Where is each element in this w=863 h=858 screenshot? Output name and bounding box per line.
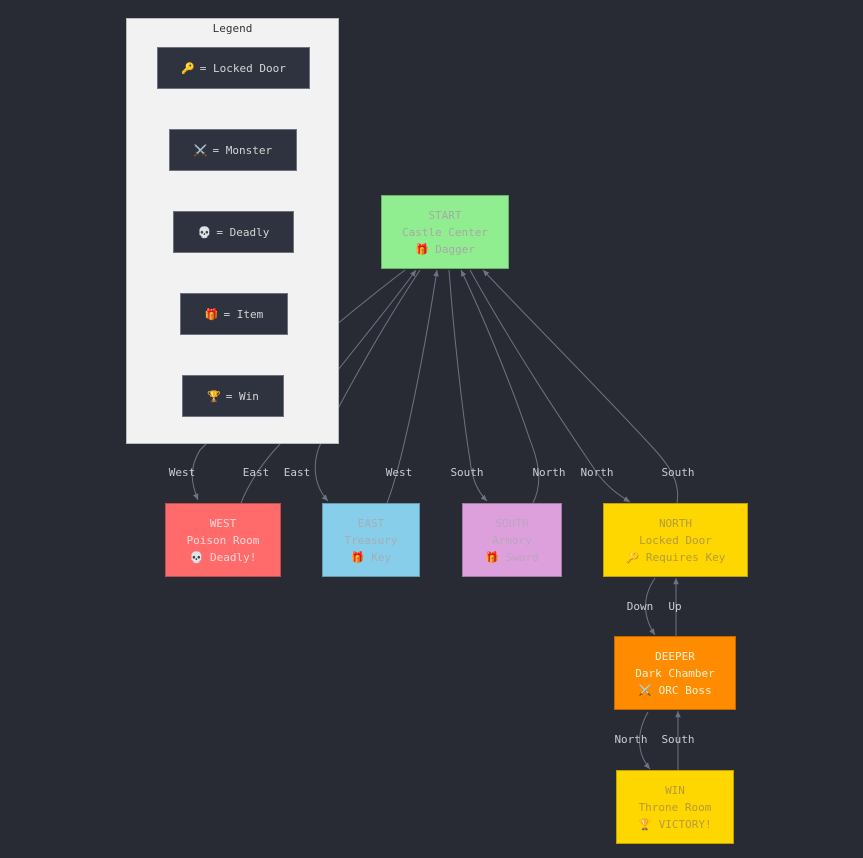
node-deeper[interactable]: DEEPER Dark Chamber ⚔️ ORC Boss [614,636,736,710]
node-detail: VICTORY! [658,817,712,831]
node-title: EAST [357,516,385,530]
node-detail: Dagger [435,242,476,256]
gift-icon: 🎁 [350,550,365,564]
skull-icon: 💀 [197,225,212,239]
gift-icon: 🎁 [414,242,429,256]
legend-item-label: = Monster [212,143,273,157]
legend-item-locked-door: 🔑 = Locked Door [157,47,310,89]
trophy-icon: 🏆 [207,389,221,403]
gift-icon: 🎁 [204,307,219,321]
node-south[interactable]: SOUTH Armory 🎁 Sword [462,503,562,577]
key-icon: 🔑 [181,61,195,75]
node-detail: Sword [505,550,539,564]
edge-label-win-deeper: South [661,733,695,746]
gift-icon: 🎁 [485,550,499,564]
node-title: WIN [665,783,685,797]
crossed-swords-icon: ⚔️ [193,143,208,157]
node-name: Armory [492,533,532,547]
node-title: DEEPER [655,649,695,663]
edge-label-start-west: West [168,466,196,479]
edge-start-north [469,269,631,503]
edge-north-deeper [645,577,656,636]
legend-item-deadly: 💀 = Deadly [173,211,294,253]
node-title: WEST [209,516,237,530]
edge-label-north-start: South [661,466,695,479]
trophy-icon: 🏆 [638,817,653,831]
node-north[interactable]: NORTH Locked Door 🔑 Requires Key [603,503,748,577]
legend-panel: Legend 🔑 = Locked Door ⚔️ = Monster 💀 = … [126,18,339,444]
node-detail: Deadly! [209,550,257,564]
node-west[interactable]: WEST Poison Room 💀 Deadly! [165,503,281,577]
legend-item-label: = Locked Door [199,61,286,75]
legend-item-label: = Win [225,389,259,403]
node-name: Dark Chamber [635,666,715,680]
node-detail: Requires Key [645,550,726,564]
skull-icon: 💀 [189,550,204,564]
legend-item-item: 🎁 = Item [180,293,288,335]
edge-south-start [460,269,540,504]
node-title: SOUTH [495,516,529,530]
node-name: Castle Center [401,225,489,239]
edge-label-deeper-north: Up [668,600,682,613]
edge-deeper-win [639,711,651,770]
key-icon: 🔑 [625,550,640,564]
legend-item-monster: ⚔️ = Monster [169,129,297,171]
crossed-swords-icon: ⚔️ [638,683,653,697]
node-name: Treasury [344,533,398,547]
legend-title: Legend [212,22,253,35]
edge-label-east-start: West [385,466,413,479]
legend-item-win: 🏆 = Win [182,375,284,417]
node-name: Poison Room [186,533,260,547]
node-title: START [428,208,462,222]
edge-label-start-south: South [450,466,484,479]
node-win[interactable]: WIN Throne Room 🏆 VICTORY! [616,770,734,844]
legend-item-label: = Item [223,307,264,321]
legend-item-label: = Deadly [216,225,270,239]
edge-north-start [482,269,679,504]
node-start[interactable]: START Castle Center 🎁 Dagger [381,195,509,269]
edge-label-west-start: East [242,466,270,479]
node-detail: ORC Boss [658,683,712,697]
edge-label-south-start: North [532,466,566,479]
edge-label-start-east: East [283,466,311,479]
node-title: NORTH [658,516,693,530]
edge-start-south [448,269,488,502]
node-name: Locked Door [639,533,712,547]
node-name: Throne Room [638,800,712,814]
edge-label-north-deeper: Down [626,600,654,613]
edge-label-start-north: North [580,466,614,479]
edge-label-deeper-win: North [614,733,648,746]
node-detail: Key [371,550,392,564]
node-east[interactable]: EAST Treasury 🎁 Key [322,503,420,577]
edge-east-start [386,269,439,504]
